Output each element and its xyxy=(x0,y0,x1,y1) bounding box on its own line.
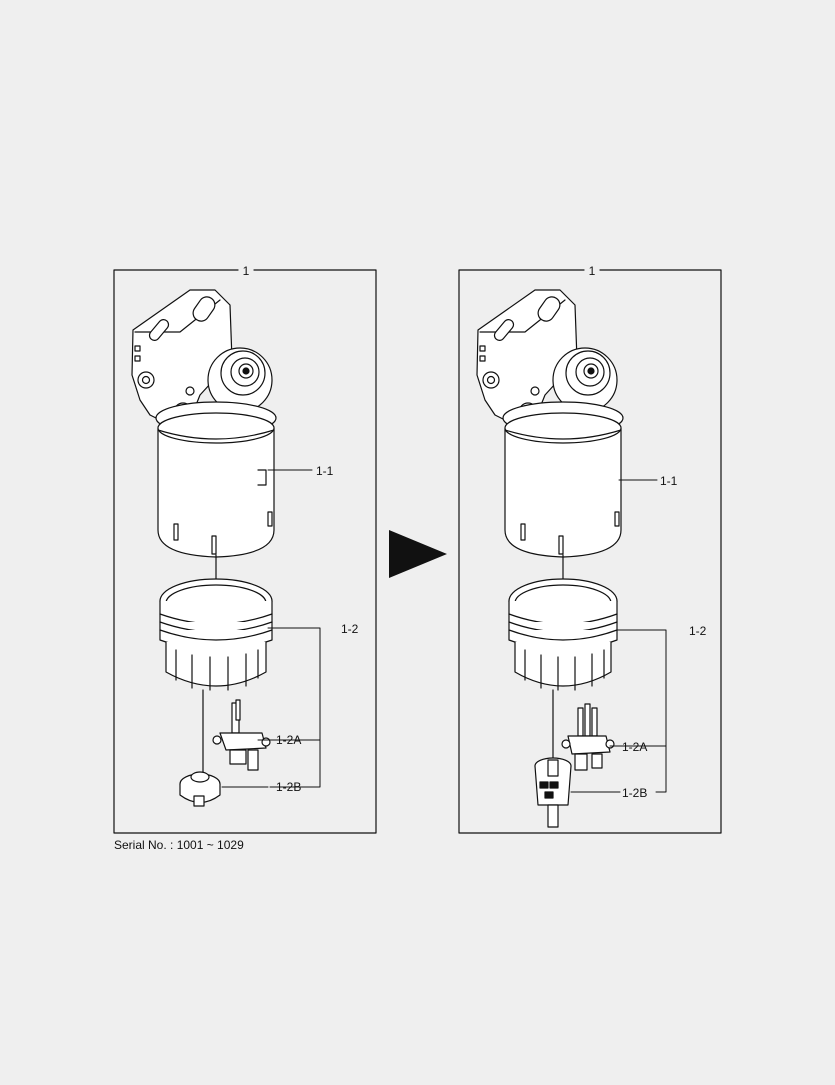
drain-valve xyxy=(534,757,572,828)
panel-frame xyxy=(458,269,722,834)
assembly-label: 1 xyxy=(586,264,598,278)
filter-bowl xyxy=(155,401,277,558)
cap-label: 1-2 xyxy=(689,624,707,638)
panel-before xyxy=(113,269,377,834)
filter-cap xyxy=(159,578,273,691)
panel-frame xyxy=(113,269,377,834)
cap-label: 1-2 xyxy=(341,622,359,636)
drain-label: 1-2B xyxy=(622,786,648,800)
panel-after xyxy=(458,269,722,834)
filter-cap xyxy=(508,578,618,691)
drain-label: 1-2B xyxy=(276,780,302,794)
leader-lines xyxy=(221,469,321,788)
assembly-label: 1 xyxy=(240,264,252,278)
serial-note: Serial No. : 1001 ~ 1029 xyxy=(114,838,244,852)
right-triangle-arrow-icon xyxy=(389,530,447,578)
water-sensor xyxy=(212,699,271,771)
drain-valve xyxy=(179,771,221,807)
filter-bowl xyxy=(502,401,624,558)
filter-head xyxy=(131,289,273,426)
sensor-label: 1-2A xyxy=(622,740,648,754)
sensor-label: 1-2A xyxy=(276,733,302,747)
bowl-label: 1-1 xyxy=(316,464,334,478)
filter-head xyxy=(476,289,618,426)
leader-lines xyxy=(570,479,667,793)
water-sensor xyxy=(561,703,615,771)
bowl-label: 1-1 xyxy=(660,474,678,488)
